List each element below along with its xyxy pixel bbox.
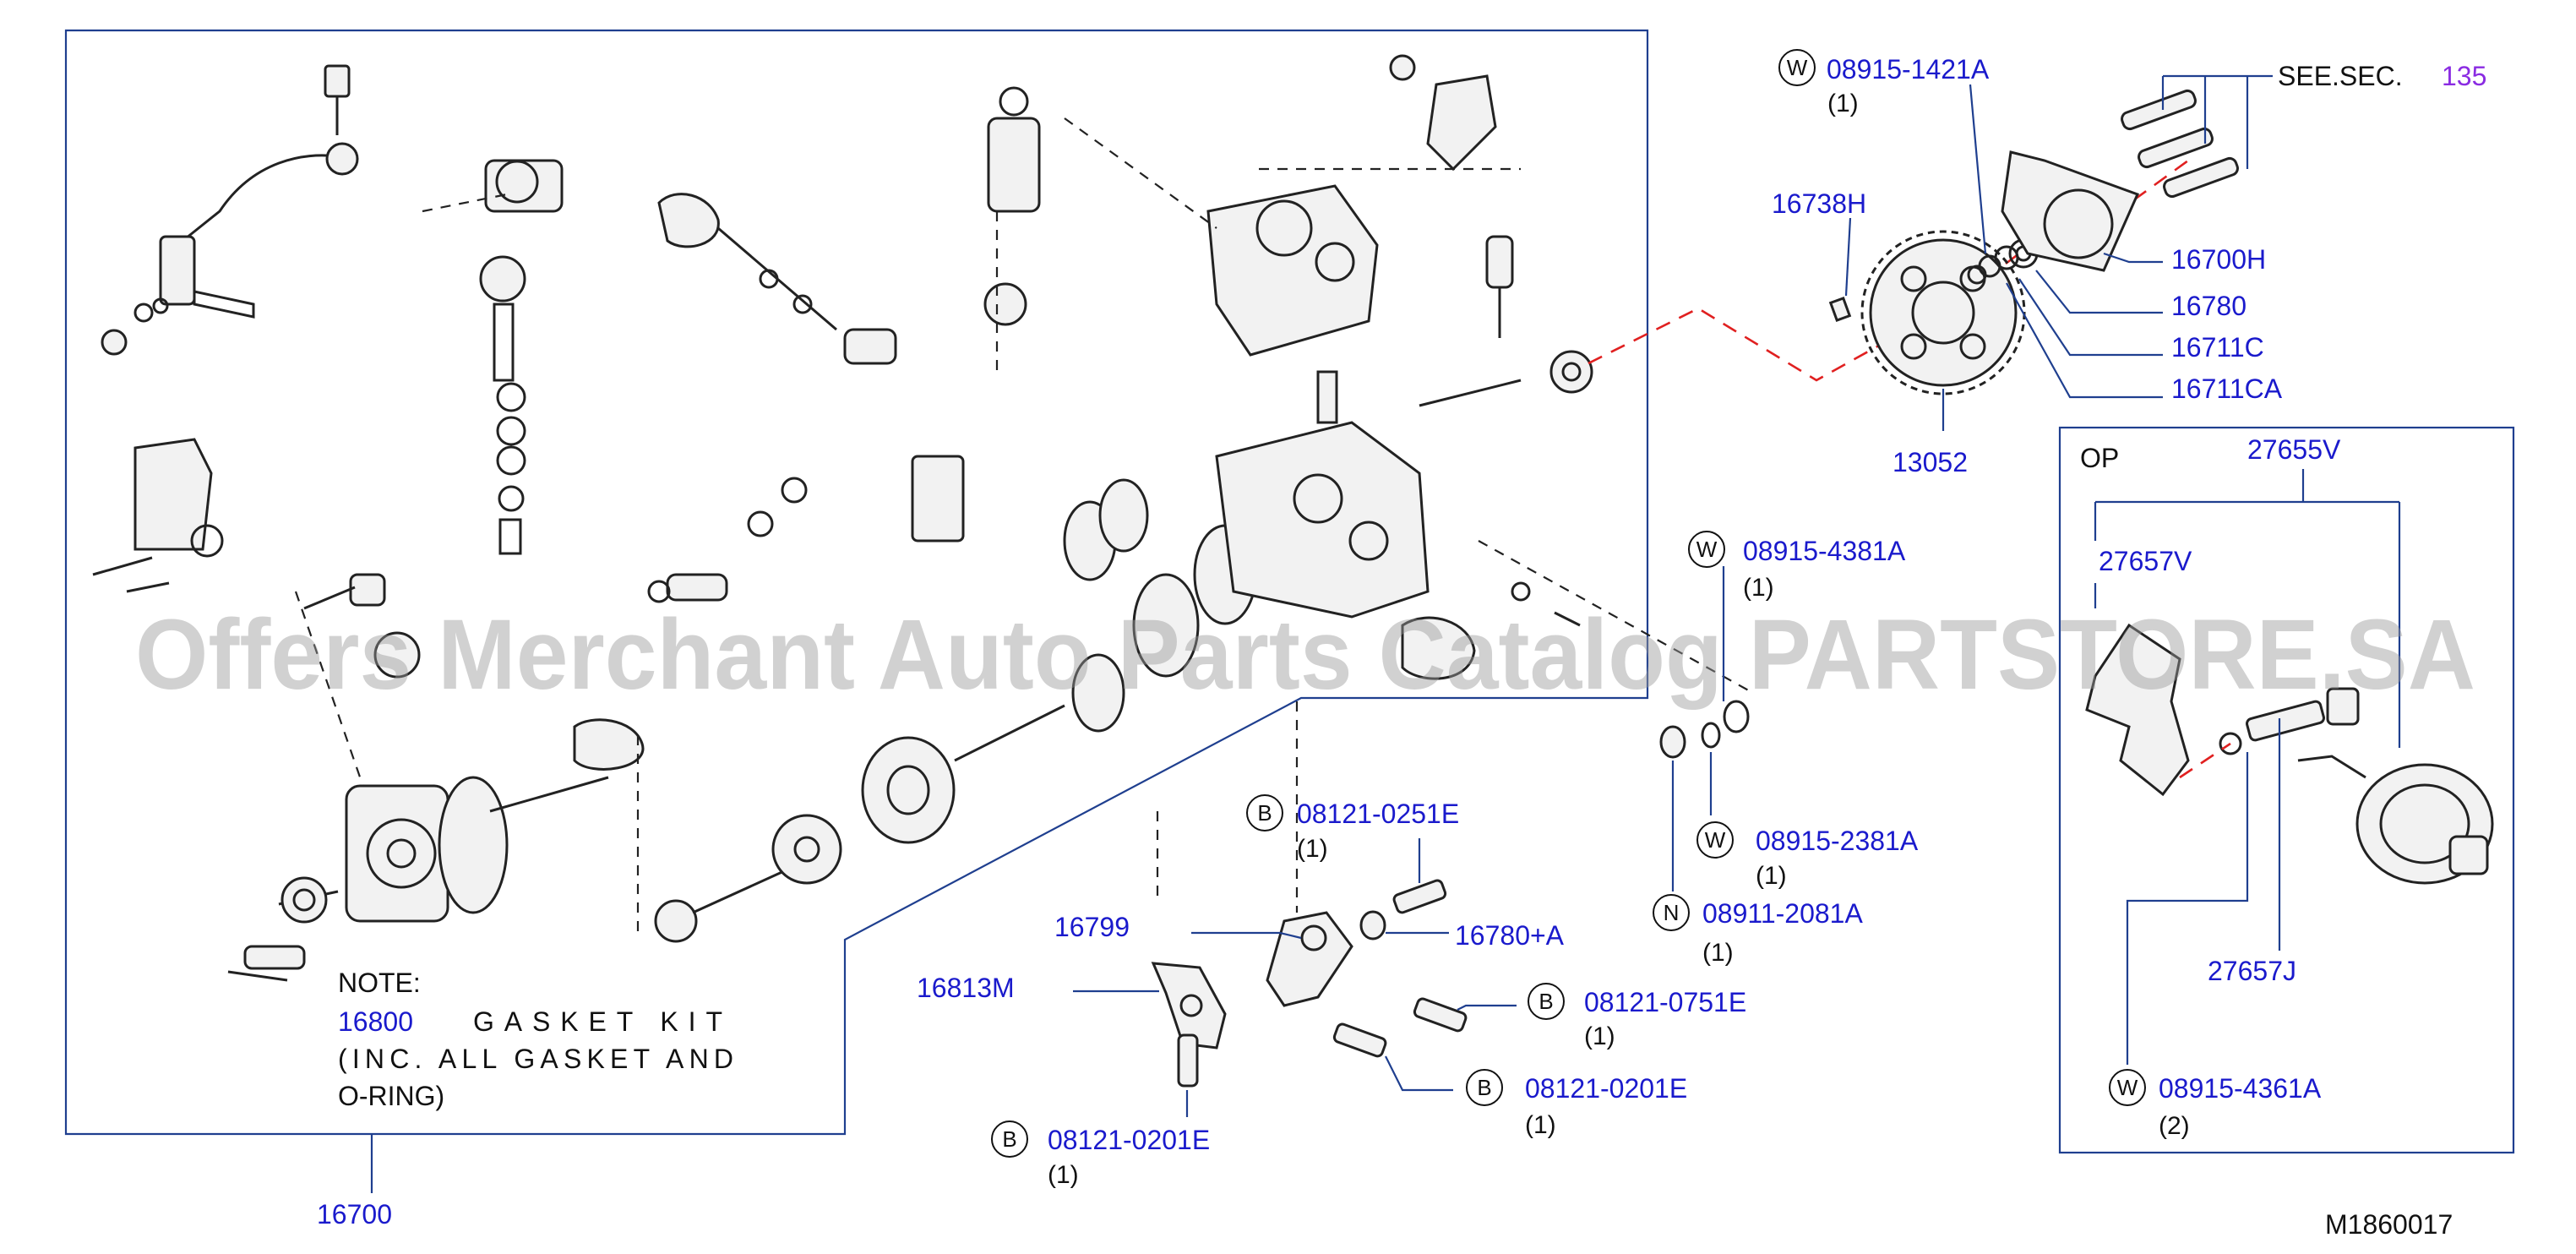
red-connection-line (1588, 307, 1893, 382)
fastener-part-number[interactable]: 08915-4381A (1743, 536, 1906, 566)
op-label: OP (2080, 443, 2119, 473)
part-label-16780[interactable]: 16780 (2171, 291, 2247, 321)
note-heading: NOTE: (338, 968, 421, 998)
fastener-part-number[interactable]: 08121-0201E (1525, 1073, 1687, 1104)
fastener-qty: (1) (1048, 1161, 1079, 1189)
fastener-n-08911-2081A[interactable]: N 08911-2081A (1) (1653, 894, 1863, 967)
badge-w-circle (2109, 1069, 2146, 1106)
part-label-27655V[interactable]: 27655V (2247, 434, 2341, 465)
badge-w-letter: W (2117, 1075, 2138, 1100)
fastener-part-number[interactable]: 08915-4361A (2159, 1073, 2322, 1104)
badge-n-circle (1653, 894, 1690, 931)
badge-b-letter: B (1257, 800, 1272, 826)
fastener-qty: (1) (1702, 939, 1734, 967)
part-label-16700[interactable]: 16700 (317, 1199, 392, 1229)
badge-b-circle (991, 1120, 1028, 1158)
fastener-part-number[interactable]: 08915-2381A (1756, 826, 1919, 856)
see-section-number[interactable]: 135 (2442, 61, 2486, 91)
top-right-leaders (1844, 74, 2273, 431)
middle-washers (1478, 540, 1754, 759)
part-label-16799[interactable]: 16799 (1054, 912, 1130, 942)
fastener-part-number[interactable]: 08915-1421A (1827, 54, 1990, 85)
note-line-3: O-RING) (338, 1081, 444, 1111)
fastener-b-08121-0251E[interactable]: B 08121-0251E (1) (1246, 794, 1459, 863)
badge-w-letter: W (1787, 55, 1808, 80)
fastener-qty: (1) (1756, 862, 1787, 890)
badge-w-letter: W (1705, 827, 1726, 853)
fastener-part-number[interactable]: 08121-0201E (1048, 1125, 1210, 1155)
fastener-b-08121-0751E[interactable]: B 08121-0751E (1) (1528, 983, 1746, 1050)
part-label-16738H[interactable]: 16738H (1772, 188, 1866, 219)
part-label-27657V[interactable]: 27657V (2099, 546, 2192, 576)
fastener-qty: (1) (1584, 1022, 1615, 1050)
op-actuator-parts (2085, 623, 2494, 885)
feed-pump-body (227, 718, 645, 982)
watermark-text: Offers Merchant Auto Parts Catalog PARTS… (135, 599, 2475, 711)
drive-shaft-set (654, 478, 1257, 943)
badge-b-letter: B (1477, 1075, 1491, 1100)
badge-b-letter: B (1002, 1126, 1016, 1152)
fastener-qty: (2) (2159, 1112, 2190, 1140)
badge-b-circle (1466, 1069, 1503, 1106)
governor-linkage (101, 64, 564, 555)
badge-w-circle (1696, 821, 1734, 859)
pump-housing (1206, 184, 1593, 680)
badge-b-letter: B (1539, 989, 1553, 1014)
part-label-13052[interactable]: 13052 (1893, 447, 1968, 477)
op-leader-08915-4361A (2126, 752, 2249, 1065)
left-bracket-assembly (92, 438, 421, 812)
fastener-qty: (1) (1743, 574, 1774, 602)
drawing-id: M1860017 (2325, 1209, 2453, 1240)
fastener-w-08915-2381A[interactable]: W 08915-2381A (1) (1696, 821, 1919, 890)
fastener-part-number[interactable]: 08121-0251E (1297, 799, 1459, 829)
badge-b-circle (1246, 794, 1283, 831)
part-label-16711CA[interactable]: 16711CA (2171, 373, 2283, 404)
leader-16799 (1191, 931, 1302, 940)
fastener-part-number[interactable]: 08911-2081A (1702, 898, 1863, 929)
badge-w-circle (1778, 49, 1816, 86)
fastener-part-number[interactable]: 08121-0751E (1584, 987, 1746, 1017)
part-label-16700H[interactable]: 16700H (2171, 244, 2266, 275)
part-label-16813M[interactable]: 16813M (917, 973, 1015, 1003)
op-leader-27655V (2094, 469, 2401, 748)
gasket-kit-note: NOTE: 16800 GASKET KIT (INC. ALL GASKET … (338, 968, 733, 1111)
fastener-qty: (1) (1525, 1111, 1556, 1139)
fastener-w-08915-4361A[interactable]: W 08915-4361A (2) (2109, 1069, 2322, 1140)
timer-gear-group (1828, 89, 2239, 395)
note-part-number[interactable]: 16800 (338, 1006, 413, 1037)
fastener-b-08121-0201E-left[interactable]: B 08121-0201E (1) (991, 1120, 1210, 1189)
assembly-frame-16700 (64, 29, 1649, 1136)
badge-b-circle (1528, 983, 1565, 1020)
badge-w-circle (1688, 531, 1725, 568)
see-section-prefix: SEE.SEC. (2278, 61, 2403, 91)
leader-08121-0751E (1457, 1004, 1517, 1011)
fastener-qty: (1) (1827, 90, 1859, 117)
bracket-group (1151, 701, 1468, 1088)
note-line-2: (INC. ALL GASKET AND (338, 1044, 733, 1074)
fastener-b-08121-0201E-right[interactable]: B 08121-0201E (1) (1466, 1069, 1687, 1139)
op-box (2058, 426, 2515, 1154)
note-line-1: GASKET KIT (473, 1006, 722, 1037)
upper-center-components (647, 54, 1521, 603)
fastener-w-08915-4381A[interactable]: W 08915-4381A (1) (1688, 531, 1906, 602)
fastener-w-08915-1421A[interactable]: W 08915-1421A (1) (1778, 49, 1990, 117)
leader-08121-0201E-right (1385, 1055, 1453, 1092)
part-label-16780A[interactable]: 16780+A (1455, 920, 1565, 951)
part-label-16711C[interactable]: 16711C (2171, 332, 2264, 363)
badge-n-letter: N (1664, 900, 1680, 925)
part-label-27657J[interactable]: 27657J (2208, 956, 2296, 986)
badge-w-letter: W (1696, 537, 1718, 562)
fastener-qty: (1) (1297, 835, 1328, 863)
